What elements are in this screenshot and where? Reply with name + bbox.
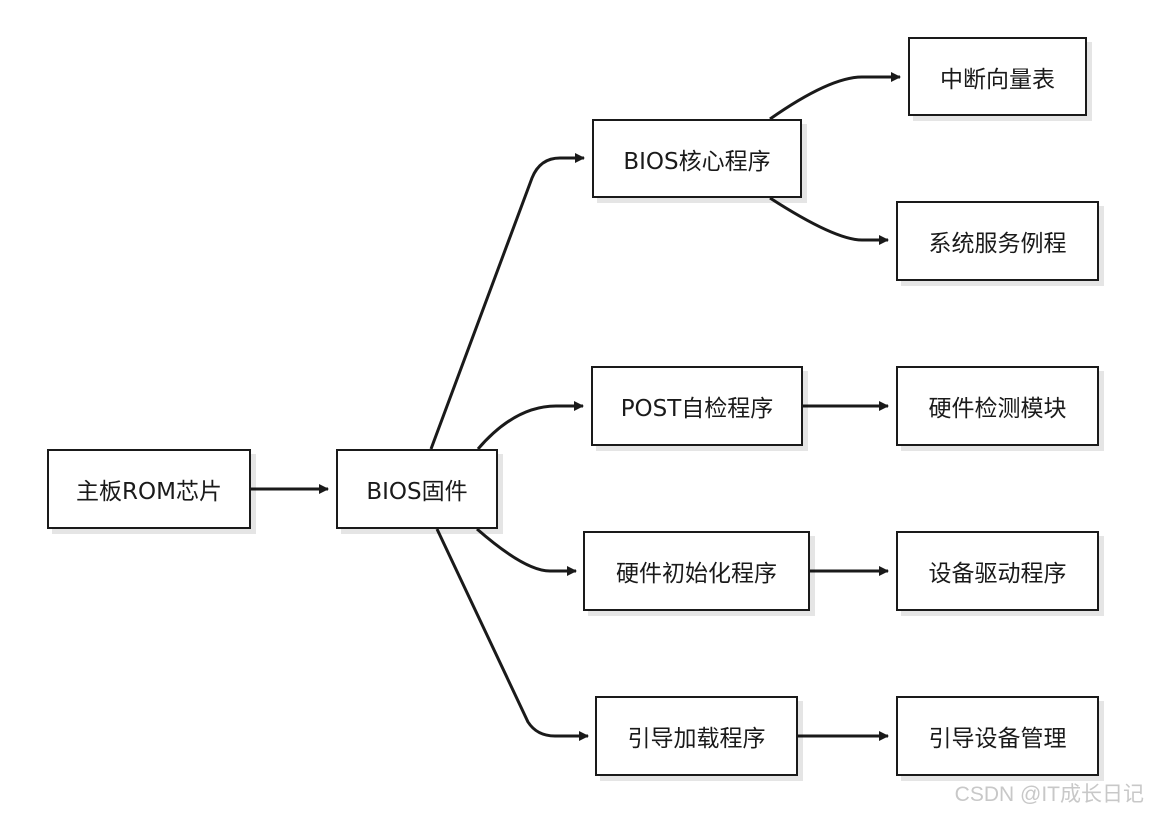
edge-bios-to-boot (435, 528, 589, 741)
node-motherboard-rom-chip: 主板ROM芯片 (47, 449, 251, 529)
node-system-service-routines: 系统服务例程 (896, 201, 1099, 281)
node-boot-loader-program: 引导加载程序 (595, 696, 798, 776)
node-hardware-detection-module: 硬件检测模块 (896, 366, 1099, 446)
node-hardware-init-program: 硬件初始化程序 (583, 531, 810, 611)
node-bios-core-program: BIOS核心程序 (592, 119, 802, 198)
edge-bios-to-post (476, 401, 584, 450)
edge-bios-to-core (429, 153, 585, 450)
node-device-driver-program: 设备驱动程序 (896, 531, 1099, 611)
edge-bios-to-hwinit (476, 527, 577, 576)
edge-core-to-svc (769, 196, 889, 245)
watermark: CSDN @IT成长日记 (954, 783, 1144, 806)
node-post-program: POST自检程序 (591, 366, 803, 446)
node-interrupt-vector-table: 中断向量表 (908, 37, 1087, 116)
node-bios-firmware: BIOS固件 (336, 449, 498, 529)
node-boot-device-management: 引导设备管理 (896, 696, 1099, 776)
edge-core-to-ivt (769, 72, 901, 121)
